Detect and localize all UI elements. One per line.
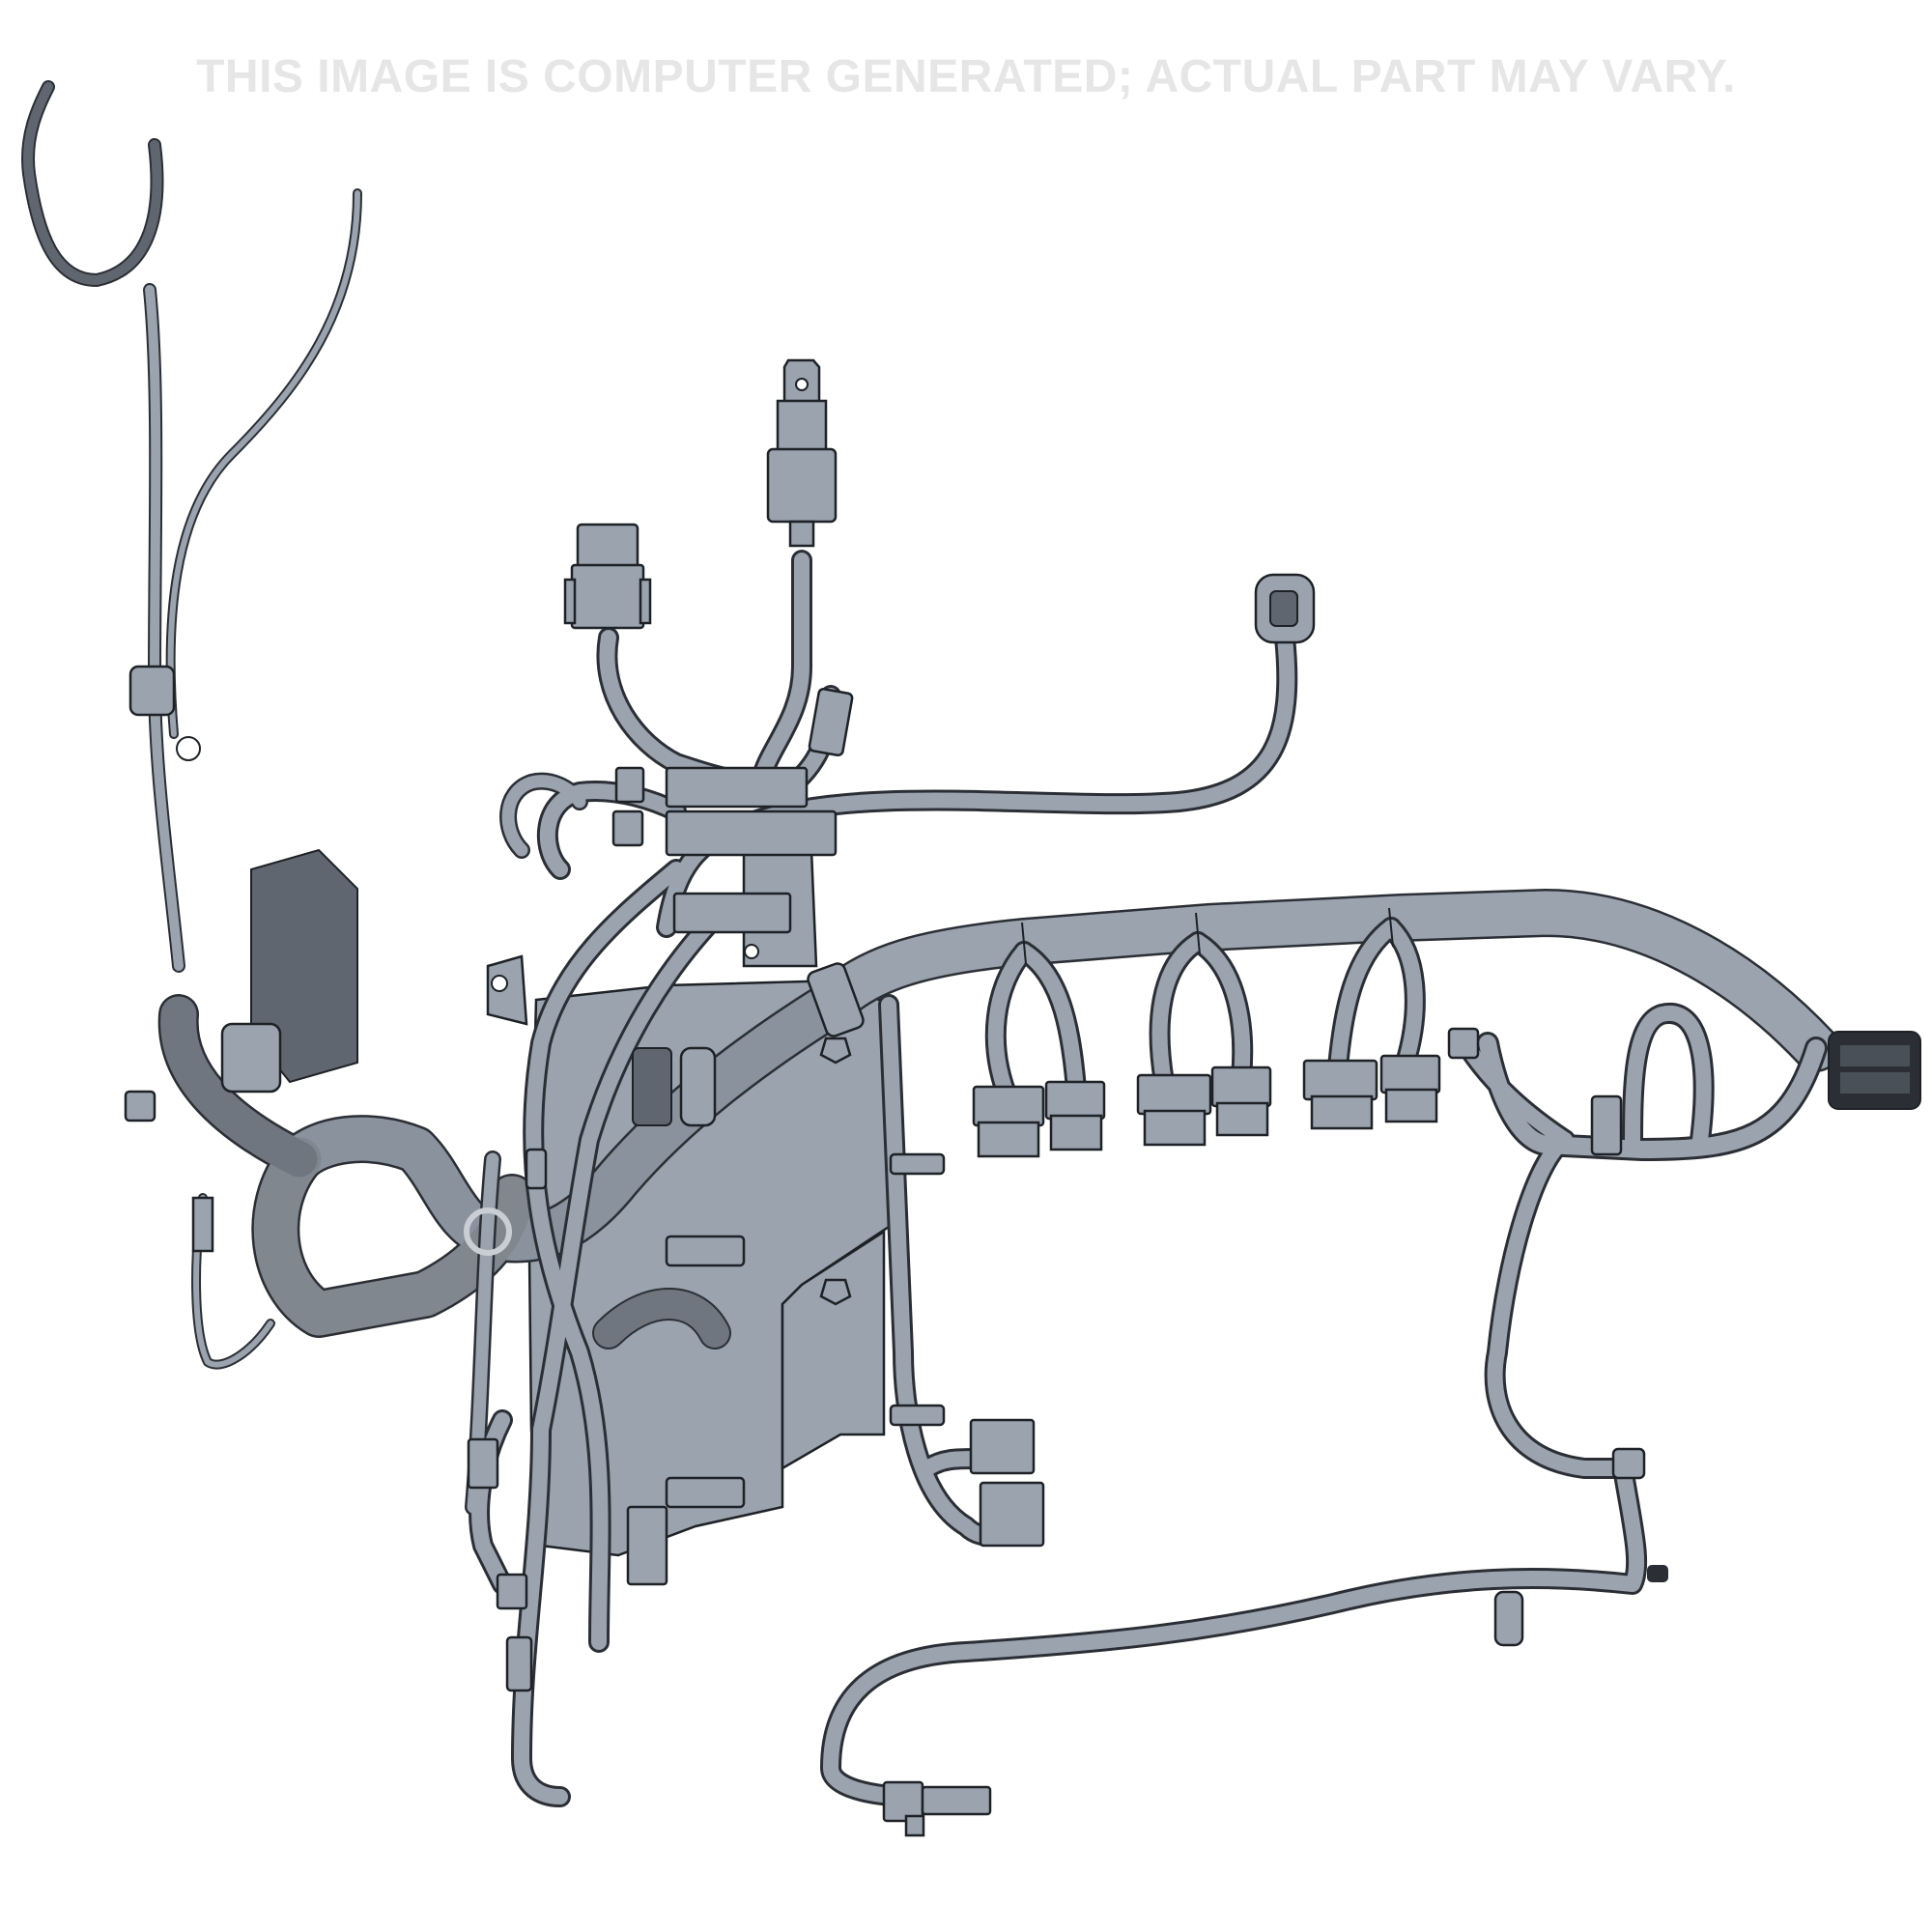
injector-connectors — [972, 1054, 1441, 1158]
bottom-sensor-connector — [882, 1780, 992, 1837]
square-connector — [563, 523, 652, 630]
connectors — [124, 358, 1921, 1837]
disclaimer-watermark: THIS IMAGE IS COMPUTER GENERATED; ACTUAL… — [196, 51, 1736, 102]
cap-connector — [808, 688, 854, 757]
lower-right-connectors — [1447, 1027, 1668, 1647]
main-ecu-connector — [1828, 1031, 1921, 1110]
harness-clips — [464, 962, 946, 1427]
relay-connector — [766, 358, 838, 548]
sensor-connector-round — [1254, 573, 1316, 644]
left-coil-cluster — [124, 665, 358, 1253]
ecu-connectors — [632, 1046, 717, 1127]
inline-connector-cluster — [611, 766, 838, 934]
lower-bracket-connectors — [467, 1418, 1045, 1692]
